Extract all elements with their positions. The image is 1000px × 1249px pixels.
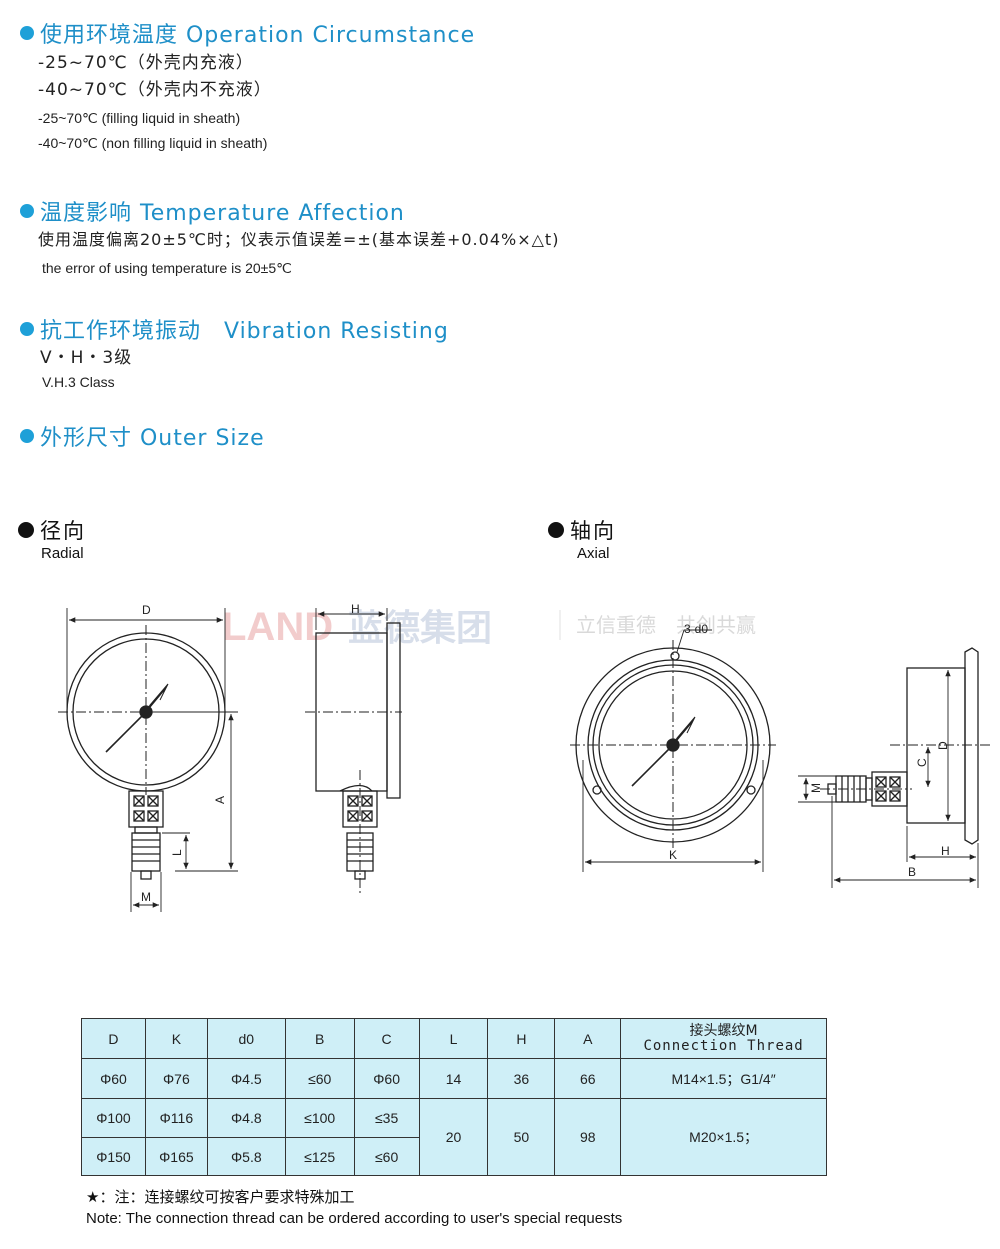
header-d0: d0: [206, 1018, 286, 1059]
cell-d: Φ100: [81, 1098, 146, 1138]
cell-d: Φ150: [81, 1137, 146, 1176]
bullet-icon: [18, 522, 34, 538]
header-b: B: [284, 1018, 355, 1059]
temperature-en-line: the error of using temperature is 20±5℃: [42, 260, 292, 276]
cell-a: 98: [554, 1098, 622, 1176]
cell-b: ≤125: [284, 1137, 355, 1176]
note-en: Note: The connection thread can be order…: [86, 1210, 623, 1227]
section-outer-size-heading: 外形尺寸 Outer Size: [20, 420, 265, 452]
table-row: Φ60 Φ76 Φ4.5 ≤60 Φ60 14 36 66 M14×1.5；G1…: [81, 1058, 827, 1099]
temperature-zh-line: 使用温度偏离20±5℃时；仪表示值误差=±(基本误差+0.04%×△t): [38, 230, 560, 249]
header-d: D: [81, 1018, 146, 1059]
axial-side-view: [798, 647, 990, 888]
spec-table: D K d0 B C L H A 接头螺纹M Connection Thread…: [81, 1018, 827, 1176]
cell-c: Φ60: [353, 1058, 420, 1099]
cell-b: ≤60: [284, 1058, 355, 1099]
section-title: 使用环境温度 Operation Circumstance: [40, 23, 476, 48]
cell-k: Φ76: [144, 1058, 208, 1099]
header-h: H: [487, 1018, 556, 1059]
bullet-icon: [20, 204, 34, 218]
dim-label-a: A: [213, 796, 227, 804]
section-title: 抗工作环境振动 Vibration Resisting: [40, 319, 449, 344]
radial-heading: 径向: [18, 515, 86, 545]
section-temperature-heading: 温度影响 Temperature Affection: [20, 195, 405, 227]
dim-label-k: K: [669, 848, 677, 862]
dim-label-d-axial: D: [936, 741, 950, 750]
axial-en-label: Axial: [577, 545, 610, 562]
axial-title: 轴向: [570, 519, 616, 543]
header-thread-en: Connection Thread: [643, 1037, 804, 1054]
watermark: LAND 蓝德集团 立信重德 共创共赢: [222, 605, 756, 649]
watermark-logo: LAND: [222, 605, 333, 649]
dim-label-m-axial: M: [809, 783, 823, 793]
cell-c: ≤35: [353, 1098, 420, 1138]
cell-d0: Φ4.8: [206, 1098, 286, 1138]
cell-thread: M20×1.5；: [620, 1098, 827, 1176]
cell-d0: Φ4.5: [206, 1058, 286, 1099]
dim-label-m: M: [141, 890, 151, 904]
cell-d0: Φ5.8: [206, 1137, 286, 1176]
dim-label-c: C: [915, 758, 929, 767]
cell-h: 36: [487, 1058, 556, 1099]
table-row: Φ100 Φ116 Φ4.8 ≤100 ≤35 20 50 98 M20×1.5…: [81, 1098, 827, 1176]
header-c: C: [353, 1018, 420, 1059]
dim-label-b: B: [908, 865, 916, 879]
cell-d: Φ60: [81, 1058, 146, 1099]
header-l: L: [418, 1018, 489, 1059]
section-operation-heading: 使用环境温度 Operation Circumstance: [20, 17, 475, 49]
note-zh: ★：注：连接螺纹可按客户要求特殊加工: [86, 1188, 355, 1206]
bullet-icon: [20, 429, 34, 443]
section-title: 温度影响 Temperature Affection: [40, 201, 405, 226]
header-a: A: [554, 1018, 622, 1059]
header-thread-zh: 接头螺纹M: [689, 1022, 758, 1039]
dim-label-d0: 3-d0: [684, 622, 708, 636]
operation-zh-line-1: -25~70℃（外壳内充液）: [38, 53, 254, 73]
dim-label-l: L: [170, 849, 184, 856]
header-k: K: [144, 1018, 208, 1059]
cell-l: 20: [418, 1098, 489, 1176]
operation-en-line-2: -40~70℃ (non filling liquid in sheath): [38, 135, 268, 151]
operation-zh-line-2: -40~70℃（外壳内不充液）: [38, 80, 272, 100]
dim-label-h: H: [351, 602, 360, 616]
header-thread: 接头螺纹M Connection Thread: [620, 1018, 827, 1059]
axial-heading: 轴向: [548, 515, 616, 545]
vibration-zh-line: V・H・3级: [40, 348, 133, 368]
cell-b: ≤100: [284, 1098, 355, 1138]
radial-side-view: [305, 608, 402, 895]
operation-en-line-1: -25~70℃ (filling liquid in sheath): [38, 110, 241, 126]
technical-drawing: LAND 蓝德集团 立信重德 共创共赢: [58, 602, 990, 912]
table-header-row: D K d0 B C L H A 接头螺纹M Connection Thread: [81, 1018, 827, 1059]
cell-k: Φ165: [144, 1137, 208, 1176]
radial-title: 径向: [40, 519, 86, 543]
bullet-icon: [20, 322, 34, 336]
dim-label-d: D: [142, 603, 151, 617]
bullet-icon: [20, 26, 34, 40]
cell-a: 66: [554, 1058, 622, 1099]
section-title: 外形尺寸 Outer Size: [40, 426, 265, 451]
radial-front-view: [58, 608, 238, 912]
watermark-brand: 蓝德集团: [348, 607, 492, 648]
vibration-en-line: V.H.3 Class: [42, 374, 115, 390]
section-vibration-heading: 抗工作环境振动 Vibration Resisting: [20, 313, 449, 345]
dim-label-h-axial: H: [941, 844, 950, 858]
cell-thread: M14×1.5；G1/4″: [620, 1058, 827, 1099]
cell-c: ≤60: [353, 1137, 420, 1176]
watermark-slogan: 立信重德 共创共赢: [576, 614, 756, 637]
radial-en-label: Radial: [41, 545, 84, 562]
cell-k: Φ116: [144, 1098, 208, 1138]
table-row: Φ150 Φ165 Φ5.8 ≤125 ≤60: [81, 1137, 827, 1176]
bullet-icon: [548, 522, 564, 538]
cell-l: 14: [418, 1058, 489, 1099]
axial-front-view: [570, 629, 776, 872]
cell-h: 50: [487, 1098, 556, 1176]
